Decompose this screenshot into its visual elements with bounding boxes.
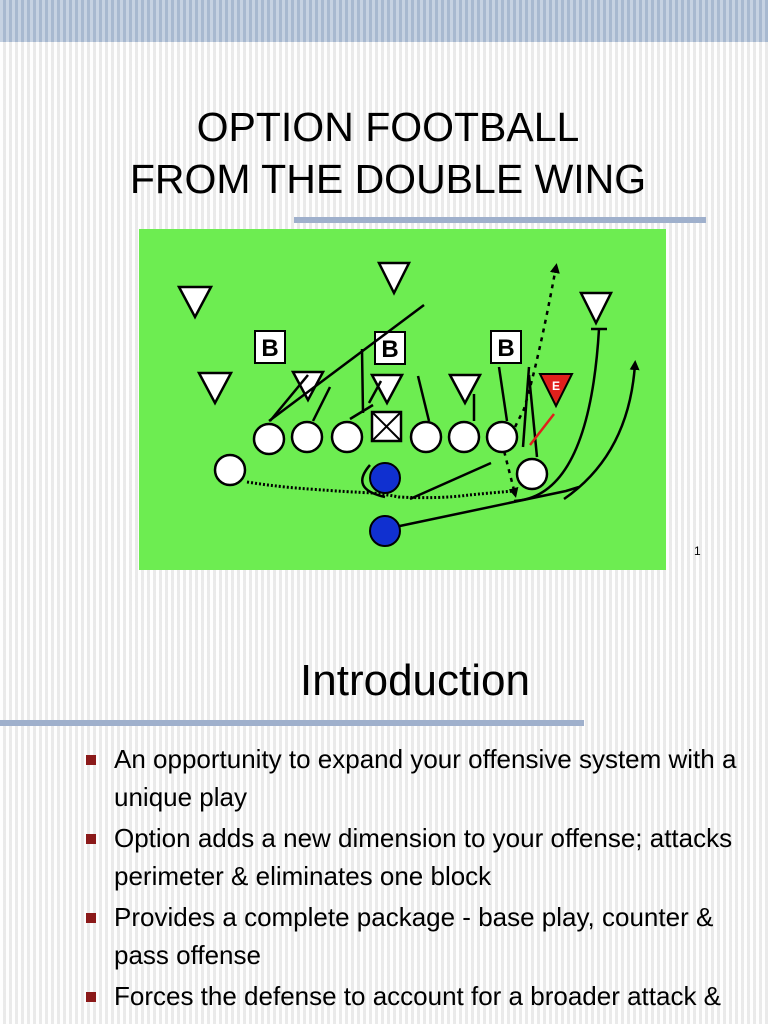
bullet-list: An opportunity to expand your offensive … [86, 740, 758, 1024]
offensive-player [409, 420, 443, 454]
offensive-player [330, 420, 364, 454]
bullet-text: An opportunity to expand your offensive … [114, 744, 737, 812]
center-marker [370, 410, 403, 443]
end-defender-marker [538, 373, 574, 409]
title-underline [294, 217, 706, 223]
back-path [394, 485, 580, 529]
defender-marker [376, 261, 412, 296]
running-back [369, 515, 401, 547]
option-route [563, 360, 640, 501]
quarterback [369, 462, 401, 494]
play-diagram-svg: E B B B [176, 261, 640, 547]
back-path [409, 461, 492, 501]
slide-1: OPTION FOOTBALL FROM THE DOUBLE WING E [0, 0, 768, 570]
defender-marker [578, 291, 614, 326]
square-bullet-icon [86, 913, 96, 923]
bullet-text: Provides a complete package - base play,… [114, 902, 714, 970]
offensive-player [447, 420, 481, 454]
slide-title: OPTION FOOTBALL FROM THE DOUBLE WING [0, 101, 768, 205]
slide-number: 1 [694, 544, 701, 558]
block-box: B [374, 331, 406, 365]
square-bullet-icon [86, 992, 96, 1002]
bullet-text: Option adds a new dimension to your offe… [114, 823, 733, 891]
title-underline [0, 720, 584, 726]
block-box: B [254, 330, 286, 364]
play-diagram: E B B B [139, 229, 666, 570]
title-line-2: FROM THE DOUBLE WING [129, 156, 647, 202]
title-line-1: OPTION FOOTBALL [196, 104, 580, 150]
bullet-item: An opportunity to expand your offensive … [86, 740, 758, 816]
slide-title: Introduction [300, 656, 530, 705]
offensive-player [290, 420, 324, 454]
square-bullet-icon [86, 755, 96, 765]
motion-path [246, 480, 515, 500]
block-label: B [261, 335, 278, 362]
key-block-line [529, 413, 555, 446]
motion-path [361, 464, 386, 499]
defender-marker [447, 373, 483, 406]
block-box: B [490, 330, 522, 364]
bullet-item: Option adds a new dimension to your offe… [86, 819, 758, 895]
bullet-item: Forces the defense to account for a broa… [86, 977, 758, 1024]
defender-marker [176, 285, 214, 320]
block-label: B [497, 335, 514, 362]
bullet-item: Provides a complete package - base play,… [86, 898, 758, 974]
offensive-player [485, 420, 519, 454]
header-band [0, 0, 768, 42]
block-label: B [381, 336, 398, 363]
bullet-text: Forces the defense to account for a broa… [114, 981, 722, 1024]
offensive-player [252, 422, 286, 456]
blocking-lines [268, 303, 539, 458]
defender-marker [196, 371, 234, 406]
square-bullet-icon [86, 834, 96, 844]
end-defender-label: E [552, 379, 560, 393]
offensive-player [515, 457, 549, 491]
slide-2: Introduction An opportunity to expand yo… [0, 578, 768, 1024]
offensive-player [213, 453, 247, 487]
